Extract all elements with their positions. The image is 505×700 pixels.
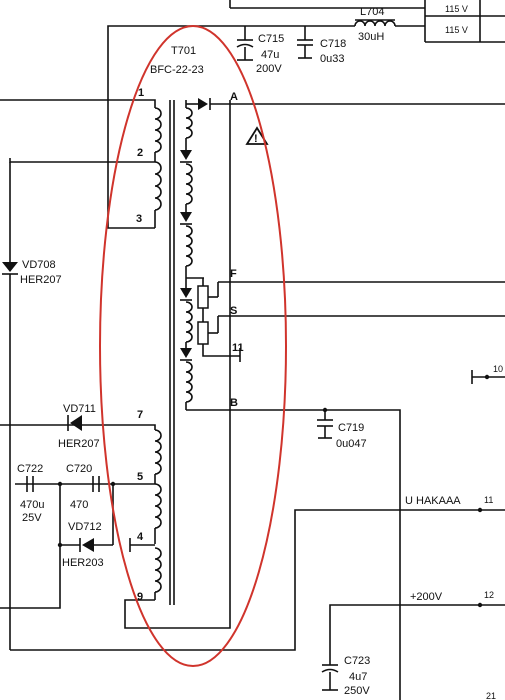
connector-pin10 xyxy=(471,370,505,384)
pin21-label: 21 xyxy=(486,691,496,700)
primary-pin-1: 1 xyxy=(138,87,144,99)
vd711-ref: VD711 xyxy=(63,403,96,415)
c720-ref: C720 xyxy=(66,463,92,475)
connector-200v xyxy=(329,602,505,665)
pin10-label: 10 xyxy=(493,364,503,374)
output-pin-a: A xyxy=(230,91,238,103)
c715-value2: 200V xyxy=(256,63,282,75)
primary-pin-3: 3 xyxy=(136,213,142,225)
transformer-part: BFC-22-23 xyxy=(150,64,204,76)
secondary-pin-5: 5 xyxy=(137,471,143,483)
output-pin-11: 11 xyxy=(232,342,244,354)
c718-value: 0u33 xyxy=(320,53,344,65)
transformer-core xyxy=(169,100,175,605)
capacitor-c720 xyxy=(57,476,116,492)
connector-top2-label: 115 V xyxy=(445,25,468,35)
output-a-wire xyxy=(186,98,505,110)
c723-value2: 250V xyxy=(344,685,370,697)
primary-winding xyxy=(0,99,162,229)
capacitor-c723 xyxy=(321,664,339,691)
vd712-ref: VD712 xyxy=(68,521,102,533)
output-pin-b: B xyxy=(230,397,238,409)
capacitor-c719 xyxy=(317,407,333,439)
highlight-ellipse xyxy=(99,25,287,667)
vd708-type: HER207 xyxy=(20,274,62,286)
l704-value: 30uH xyxy=(358,31,384,43)
c718-ref: C718 xyxy=(320,38,346,50)
v200-pin-label: 12 xyxy=(484,590,494,600)
focus-screen-divider xyxy=(186,277,505,362)
warning-icon xyxy=(245,126,269,145)
vd708-ref: VD708 xyxy=(22,259,56,271)
c723-value1: 4u7 xyxy=(349,671,367,683)
c715-value1: 47u xyxy=(261,49,279,61)
inductor-l704 xyxy=(354,19,396,27)
u-line-label: U HAKAAA xyxy=(405,495,461,507)
c715-ref: C715 xyxy=(258,33,284,45)
connector-u xyxy=(477,507,483,513)
secondary-winding-low xyxy=(0,100,231,629)
diode-vd711 xyxy=(67,415,82,431)
b-line-wire xyxy=(325,409,401,700)
c722-value2: 25V xyxy=(22,512,42,524)
transformer-ref: T701 xyxy=(171,45,196,57)
secondary-pin-9: 9 xyxy=(137,591,143,603)
capacitor-c718 xyxy=(297,39,313,59)
capacitor-c722 xyxy=(26,476,34,492)
c720-value: 470 xyxy=(70,499,88,511)
diode-vd708 xyxy=(2,162,18,650)
u-pin-label: 11 xyxy=(484,495,493,505)
output-pin-s: S xyxy=(230,305,237,317)
l704-ref: L704 xyxy=(360,6,384,18)
v200-label: +200V xyxy=(410,591,443,603)
top-wiring xyxy=(107,0,505,100)
diode-vd712 xyxy=(57,484,114,552)
c722-ref: C722 xyxy=(17,463,43,475)
u-line-wire xyxy=(10,509,505,651)
vd711-type: HER207 xyxy=(58,438,100,450)
c722-value1: 470u xyxy=(20,499,44,511)
c719-value: 0u047 xyxy=(336,438,367,450)
vd712-type: HER203 xyxy=(62,557,104,569)
c719-ref: C719 xyxy=(338,422,364,434)
output-pin-f: F xyxy=(230,268,237,280)
warning-mark: ! xyxy=(254,133,258,145)
secondary-pin-7: 7 xyxy=(137,409,143,421)
capacitor-c715 xyxy=(236,39,254,61)
c723-ref: C723 xyxy=(344,655,370,667)
hv-winding-stack xyxy=(180,100,326,420)
primary-pin-2: 2 xyxy=(137,147,143,159)
secondary-pin-4: 4 xyxy=(137,531,144,543)
connector-top1-label: 115 V xyxy=(445,4,468,14)
